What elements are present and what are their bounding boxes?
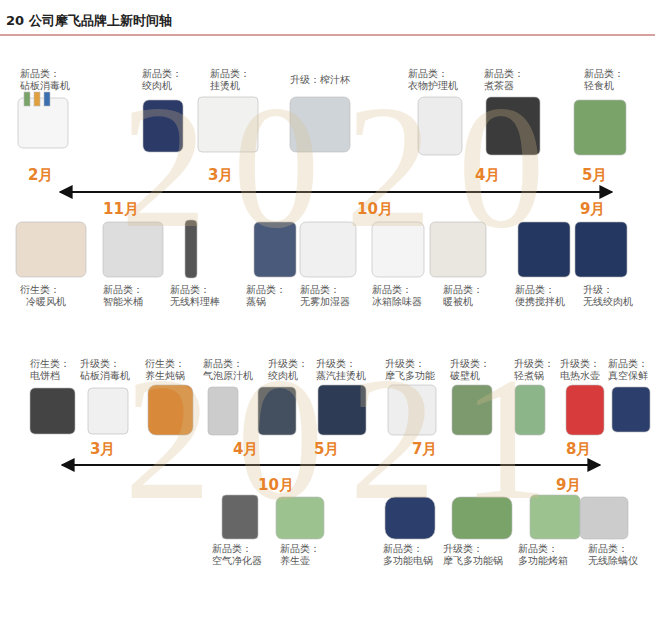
month-label: 9月	[556, 476, 581, 494]
product-label: 升级类：	[80, 358, 120, 370]
product-label: 摩飞多功能锅	[443, 555, 503, 567]
product-label: 升级类：	[268, 358, 308, 370]
month-label: 10月	[258, 476, 294, 494]
product-label: 轻煮锅	[514, 370, 544, 382]
product-label: 暖被机	[443, 296, 473, 308]
product-label: 衍生类：	[20, 284, 60, 296]
figure-title: 20 公司摩飞品牌上新时间轴	[6, 12, 172, 30]
product-label: 蒸汽挂烫机	[316, 370, 366, 382]
product-label: 新品类：	[210, 68, 250, 80]
title-rule	[0, 34, 655, 35]
product-label: 新品类：	[103, 284, 143, 296]
product-label: 新品类：	[20, 68, 60, 80]
month-label: 4月	[475, 166, 500, 184]
product-label: 砧板消毒机	[20, 80, 70, 92]
product-label: 蒸锅	[246, 296, 266, 308]
month-label: 4月	[233, 440, 258, 458]
month-label: 10月	[357, 200, 393, 218]
product-label: 轻食机	[584, 80, 614, 92]
product-label: 新品类：	[518, 543, 558, 555]
product-label: 新品类：	[142, 68, 182, 80]
product-label: 煮茶器	[484, 80, 514, 92]
product-label: 无线料理棒	[170, 296, 220, 308]
product-label: 新品类：	[212, 543, 252, 555]
product-label: 破壁机	[450, 370, 480, 382]
month-label: 2月	[28, 166, 53, 184]
product-label: 新品类：	[170, 284, 210, 296]
month-label: 9月	[580, 200, 605, 218]
product-label: 砧板消毒机	[80, 370, 130, 382]
product-label: 空气净化器	[212, 555, 262, 567]
product-label: 绞肉机	[142, 80, 172, 92]
product-label: 新品类：	[372, 284, 412, 296]
product-label: 升级类：	[443, 543, 483, 555]
product-label: 升级：榨汁杯	[290, 74, 350, 86]
product-label: 新品类：	[203, 358, 243, 370]
month-label: 11月	[103, 200, 139, 218]
product-label: 多功能烤箱	[518, 555, 568, 567]
product-label: 挂烫机	[210, 80, 240, 92]
month-label: 5月	[582, 166, 607, 184]
product-label: 新品类：	[300, 284, 340, 296]
product-label: 冷暖风机	[26, 296, 66, 308]
month-label: 7月	[412, 440, 437, 458]
product-label: 升级类：	[450, 358, 490, 370]
product-label: 便携搅拌机	[515, 296, 565, 308]
product-label: 智能米桶	[103, 296, 143, 308]
product-label: 新品类：	[280, 543, 320, 555]
month-label: 3月	[90, 440, 115, 458]
product-label: 养生壶	[280, 555, 310, 567]
month-label: 3月	[208, 166, 233, 184]
product-label: 冰箱除味器	[372, 296, 422, 308]
product-label: 升级：	[583, 284, 613, 296]
product-label: 养生炖锅	[145, 370, 185, 382]
product-label: 电热水壶	[560, 370, 600, 382]
product-label: 无线绞肉机	[583, 296, 633, 308]
product-label: 新品类：	[584, 68, 624, 80]
product-label: 气泡原汁机	[203, 370, 253, 382]
product-label: 升级类：	[514, 358, 554, 370]
product-label: 新品类：	[588, 543, 628, 555]
product-label: 新品类：	[443, 284, 483, 296]
product-label: 绞肉机	[268, 370, 298, 382]
product-label: 电饼档	[30, 370, 60, 382]
product-label: 新品类：	[383, 543, 423, 555]
product-label: 新品类：	[515, 284, 555, 296]
product-label: 真空保鲜	[608, 370, 648, 382]
product-label: 新品类：	[246, 284, 286, 296]
product-label: 升级类：	[316, 358, 356, 370]
product-label: 多功能电锅	[383, 555, 433, 567]
product-label: 无线除螨仪	[588, 555, 638, 567]
product-label: 衍生类：	[145, 358, 185, 370]
product-label: 衍生类：	[30, 358, 70, 370]
product-label: 新品类：	[408, 68, 448, 80]
product-label: 衣物护理机	[408, 80, 458, 92]
product-label: 升级类：	[560, 358, 600, 370]
product-label: 无雾加湿器	[300, 296, 350, 308]
product-label: 新品类：	[484, 68, 524, 80]
year-watermark: 2020	[120, 80, 570, 255]
product-label: 摩飞多功能	[385, 370, 435, 382]
product-label: 升级类：	[385, 358, 425, 370]
month-label: 8月	[566, 440, 591, 458]
month-label: 5月	[314, 440, 339, 458]
product-label: 新品类：	[608, 358, 648, 370]
